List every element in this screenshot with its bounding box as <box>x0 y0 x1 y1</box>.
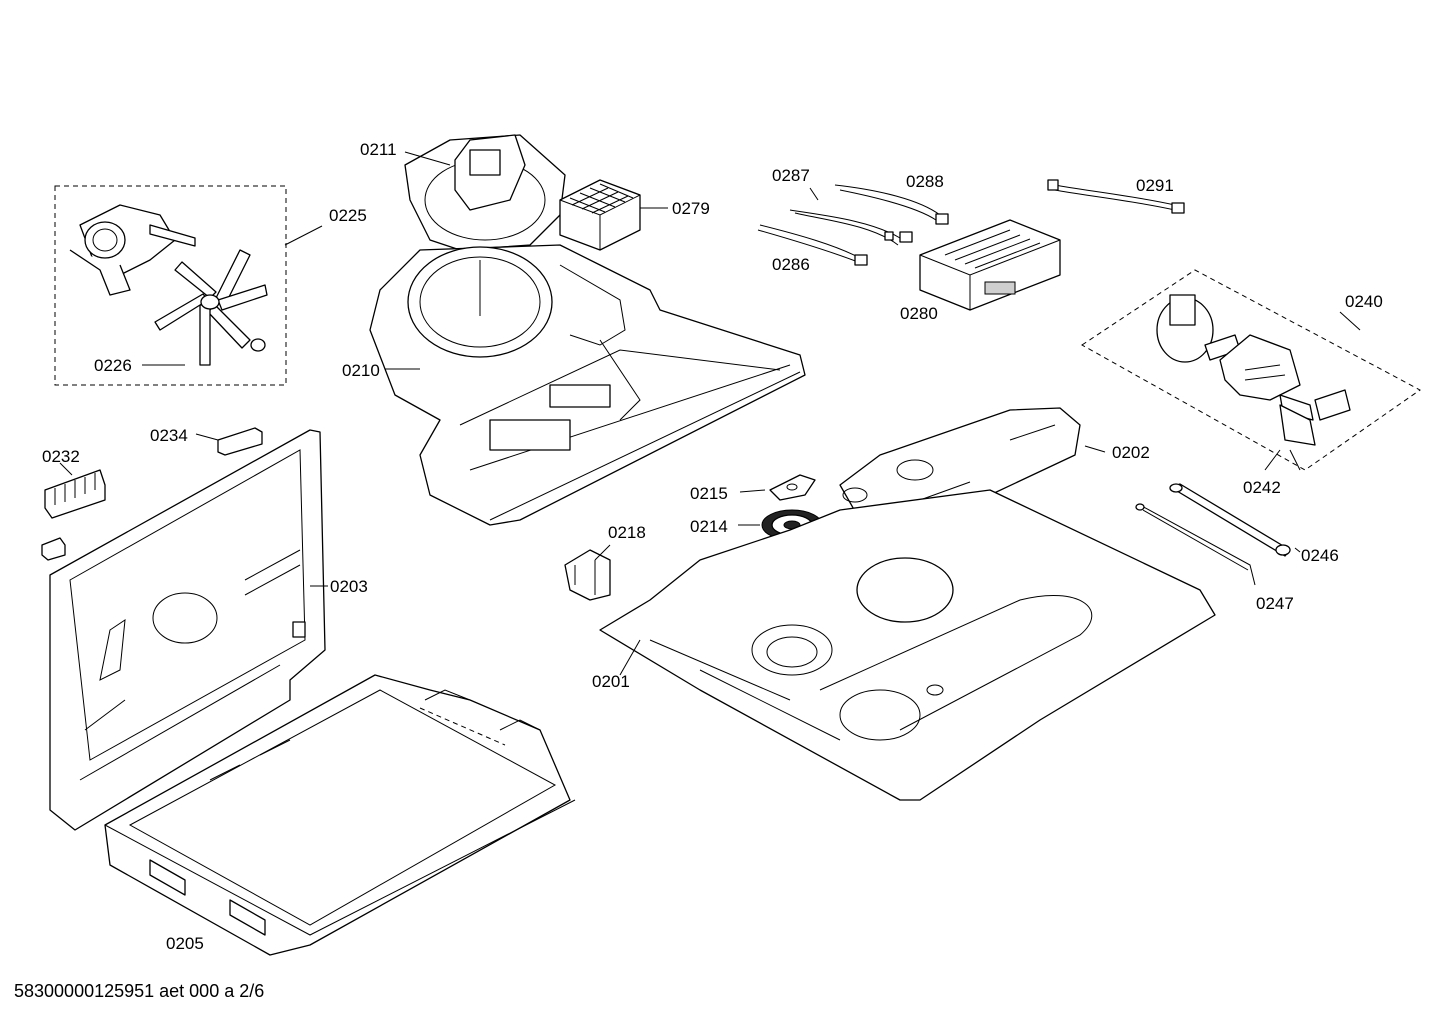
fan-housing-0211 <box>404 134 566 251</box>
part-label-0226: 0226 <box>94 356 132 375</box>
part-label-0215: 0215 <box>690 484 728 503</box>
thermostat-group-0240 <box>1081 269 1421 471</box>
rods-0246-0247 <box>1135 483 1301 586</box>
part-label-0246: 0246 <box>1301 546 1339 565</box>
part-label-0203: 0203 <box>330 577 368 596</box>
fan-motor-group-0225 <box>54 185 323 386</box>
drawing-reference-number: 58300000125951 aet 000 a 2/6 <box>14 981 265 1001</box>
part-label-0286: 0286 <box>772 255 810 274</box>
side-panel-0203 <box>49 429 328 831</box>
clip-0218 <box>564 544 611 601</box>
wiring-harnesses <box>757 184 949 266</box>
bottom-tray-0205 <box>104 674 576 956</box>
part-label-0240: 0240 <box>1345 292 1383 311</box>
part-label-0234: 0234 <box>150 426 188 445</box>
terminal-block-0232 <box>41 462 106 561</box>
bracket-0215 <box>739 474 816 501</box>
part-label-0242: 0242 <box>1243 478 1281 497</box>
part-label-0201: 0201 <box>592 672 630 691</box>
control-module-0280 <box>919 219 1061 311</box>
part-label-0279: 0279 <box>672 199 710 218</box>
part-label-0280: 0280 <box>900 304 938 323</box>
connector-0234 <box>195 427 263 456</box>
base-tray-0210 <box>369 244 806 526</box>
part-label-0287: 0287 <box>772 166 810 185</box>
part-label-0218: 0218 <box>608 523 646 542</box>
part-label-0210: 0210 <box>342 361 380 380</box>
part-label-0288: 0288 <box>906 172 944 191</box>
part-label-0232: 0232 <box>42 447 80 466</box>
part-label-0202: 0202 <box>1112 443 1150 462</box>
part-label-0225: 0225 <box>329 206 367 225</box>
heat-sink-0279 <box>559 179 668 251</box>
fan-wheel-icon <box>154 249 268 366</box>
ribbon-cable-0291 <box>1047 179 1185 214</box>
part-label-0291: 0291 <box>1136 176 1174 195</box>
part-label-0205: 0205 <box>166 934 204 953</box>
part-label-0214: 0214 <box>690 517 728 536</box>
bottom-plate-0201 <box>599 489 1216 801</box>
part-label-0247: 0247 <box>1256 594 1294 613</box>
part-label-0211: 0211 <box>360 140 397 159</box>
